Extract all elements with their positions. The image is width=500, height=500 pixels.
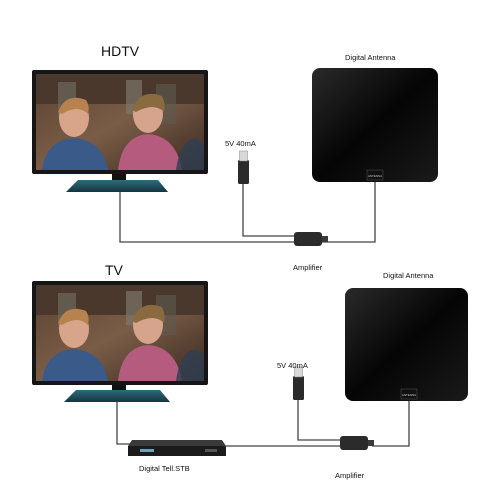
bottom-tv-screen xyxy=(36,285,204,381)
top-tv-screen xyxy=(36,74,204,170)
top-antenna-badge: ANTENNA xyxy=(368,174,382,178)
bottom-tv-stand xyxy=(64,390,170,402)
set-top-box xyxy=(128,440,226,456)
bottom-antenna-badge: ANTENNA xyxy=(402,393,416,397)
bottom-usb-plug xyxy=(293,366,304,400)
top-tv xyxy=(32,70,208,192)
top-usb-plug xyxy=(238,150,249,184)
bottom-cables xyxy=(116,390,410,447)
stb-label: Digital Tell.STB xyxy=(139,464,190,473)
bottom-power-label: 5V 40mA xyxy=(277,361,308,370)
top-antenna-label: Digital Antenna xyxy=(345,53,396,62)
bottom-amplifier xyxy=(340,436,374,450)
bottom-tv xyxy=(32,281,208,402)
bottom-antenna-connector xyxy=(400,388,418,400)
top-antenna: ANTENNA xyxy=(312,68,438,182)
top-tv-label: HDTV xyxy=(101,43,140,59)
top-tv-stand xyxy=(66,180,168,192)
top-antenna-connector xyxy=(366,169,384,181)
top-amplifier-label: Amplifier xyxy=(293,263,323,272)
bottom-antenna-label: Digital Antenna xyxy=(383,271,434,280)
top-amplifier xyxy=(294,232,328,246)
bottom-antenna: ANTENNA xyxy=(345,288,468,401)
top-power-label: 5V 40mA xyxy=(225,139,256,148)
top-cables xyxy=(119,182,376,243)
bottom-tv-label: TV xyxy=(105,262,123,278)
bottom-amplifier-label: Amplifier xyxy=(335,471,365,480)
